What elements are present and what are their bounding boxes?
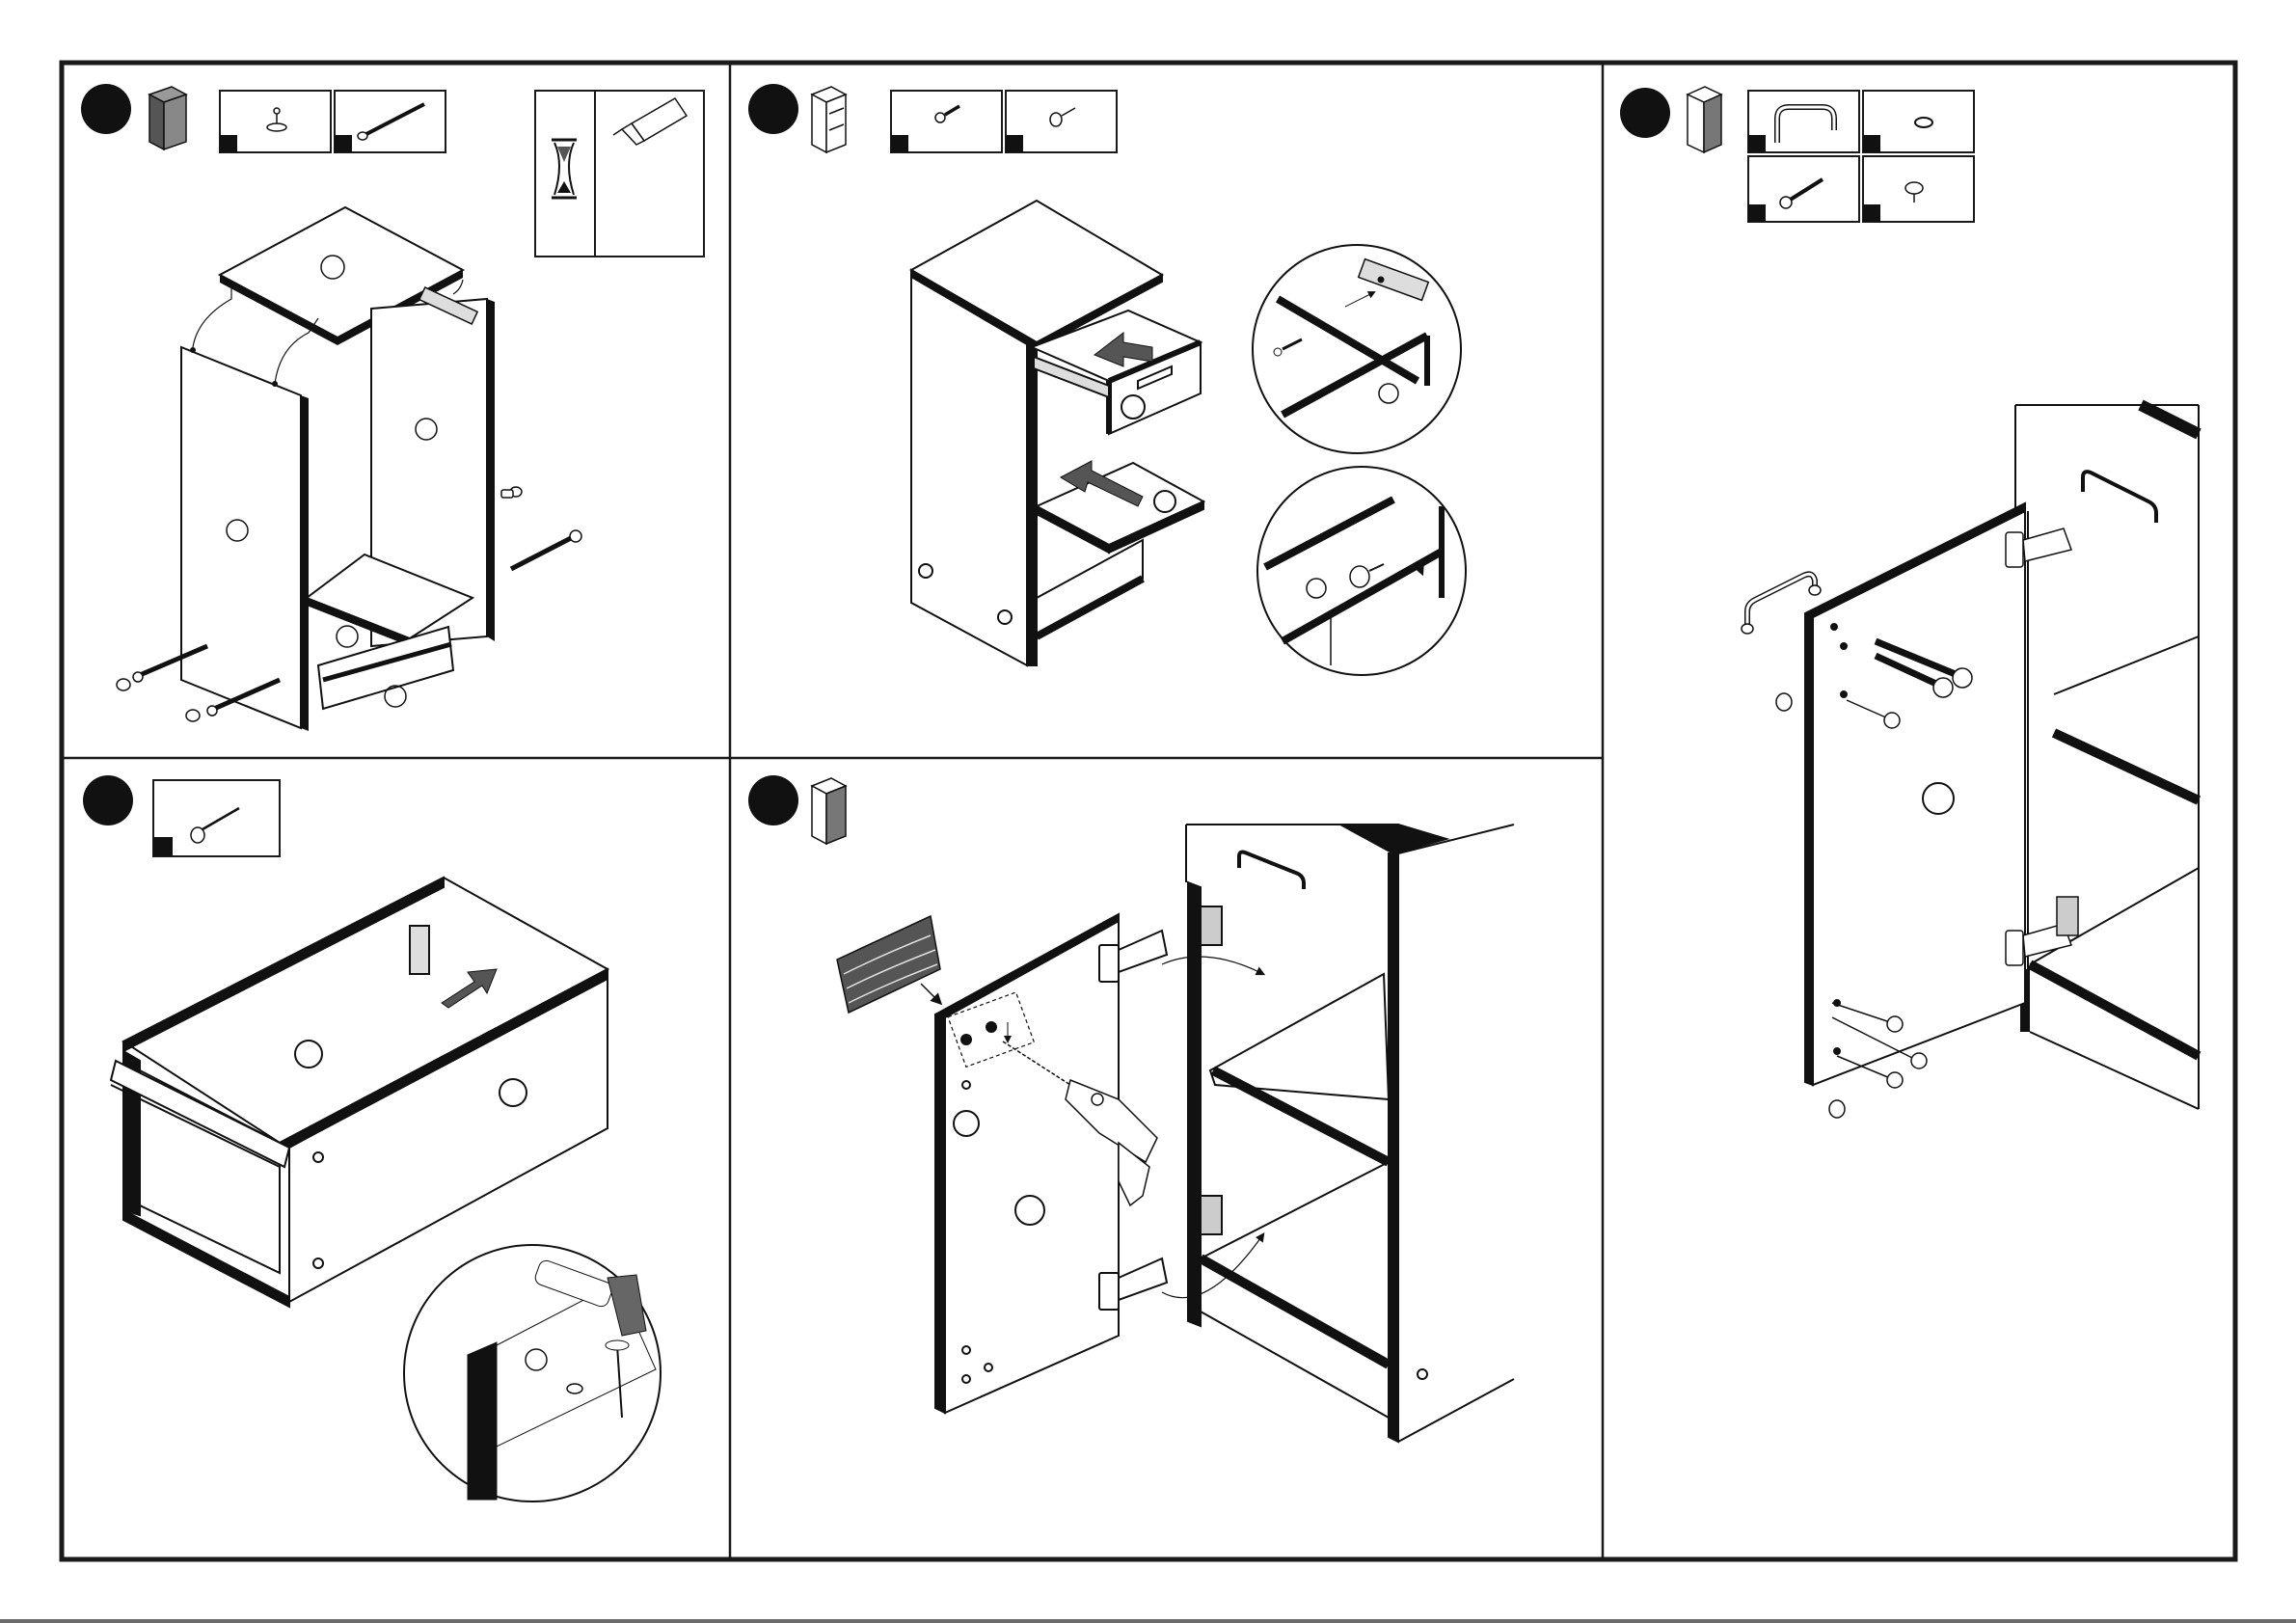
step-2-panel — [748, 84, 1466, 675]
step-1-cabinet-thumbnail-icon — [149, 87, 186, 149]
step-1-left-side-panel — [181, 347, 309, 731]
step-5-cabinet-body — [1162, 825, 1514, 1442]
step-5-wood-sample-icon — [837, 916, 940, 1013]
step-1-parts-box-long-screw — [335, 91, 446, 152]
step-3-parts-box-handle — [1748, 91, 1859, 152]
step-3-parts-box-cap-cover — [1863, 91, 1974, 152]
step-2-parts-box-shelf-pin — [1006, 91, 1117, 152]
step-2-cabinet-body — [911, 201, 1162, 665]
step-1-panel — [81, 84, 704, 731]
step-2-number-badge — [748, 84, 798, 134]
step-1-hint-box — [535, 91, 704, 257]
step-3-door-panel — [1805, 503, 2025, 1085]
step-5-cabinet-thumbnail-icon — [812, 778, 846, 844]
step-4-cabinet-carcass — [111, 878, 608, 1307]
step-2-zoom-detail-shelf-pin — [1257, 467, 1466, 675]
step-5-panel — [748, 775, 1514, 1442]
step-3-panel — [1620, 87, 2199, 1118]
cap-cover-icon — [1915, 118, 1932, 127]
step-4-panel — [83, 775, 661, 1501]
step-1-parts-box-cam-bolt — [220, 91, 331, 152]
step-3-cabinet-thumbnail-icon — [1688, 87, 1721, 152]
page-bottom-rule — [0, 1619, 2296, 1623]
step-1-number-badge — [81, 84, 131, 134]
step-5-number-badge — [748, 775, 798, 825]
step-4-number-badge — [83, 775, 133, 825]
step-2-parts-box-short-screw — [891, 91, 1002, 152]
step-2-zoom-detail-drawer-screw — [1253, 245, 1461, 453]
step-3-parts-box-handle-screw — [1748, 156, 1859, 222]
step-4-parts-box-back-nail — [153, 780, 280, 856]
step-3-cabinet-with-door — [2015, 405, 2199, 1109]
step-4-zoom-detail-nail-hammer — [404, 1245, 661, 1501]
step-2-cabinet-thumbnail-icon — [812, 87, 846, 152]
step-3-number-badge — [1620, 88, 1670, 138]
step-3-parts-box-cabinet-foot — [1863, 156, 1974, 222]
